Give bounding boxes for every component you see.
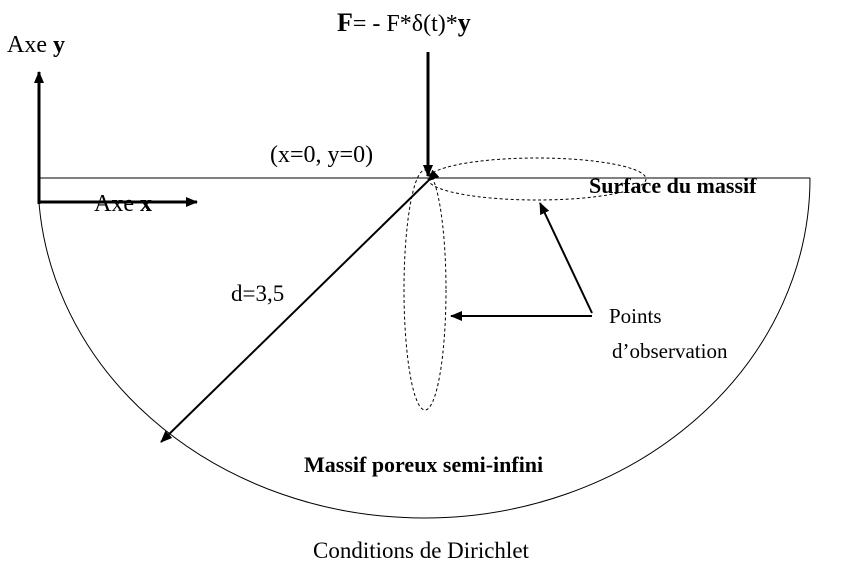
observation-label-line1: Points — [609, 304, 662, 328]
massif-label: Massif poreux semi-infini — [304, 452, 543, 477]
observation-arrow-to-surface — [539, 202, 593, 314]
distance-label: d=3,5 — [231, 281, 284, 306]
force-label: F= - F*δ(t)*y — [337, 8, 471, 37]
observation-label-line2: d’observation — [612, 339, 728, 363]
axis-x-label: Axe x — [94, 191, 152, 217]
distance-double-arrow — [160, 169, 440, 443]
origin-label: (x=0, y=0) — [270, 142, 373, 168]
surface-label: Surface du massif — [589, 173, 757, 198]
axis-y-label: Axe y — [7, 32, 65, 58]
vertical-observation-ellipse — [403, 169, 447, 411]
domain-boundary-arc — [37, 177, 811, 519]
boundary-condition-label: Conditions de Dirichlet — [313, 538, 530, 563]
